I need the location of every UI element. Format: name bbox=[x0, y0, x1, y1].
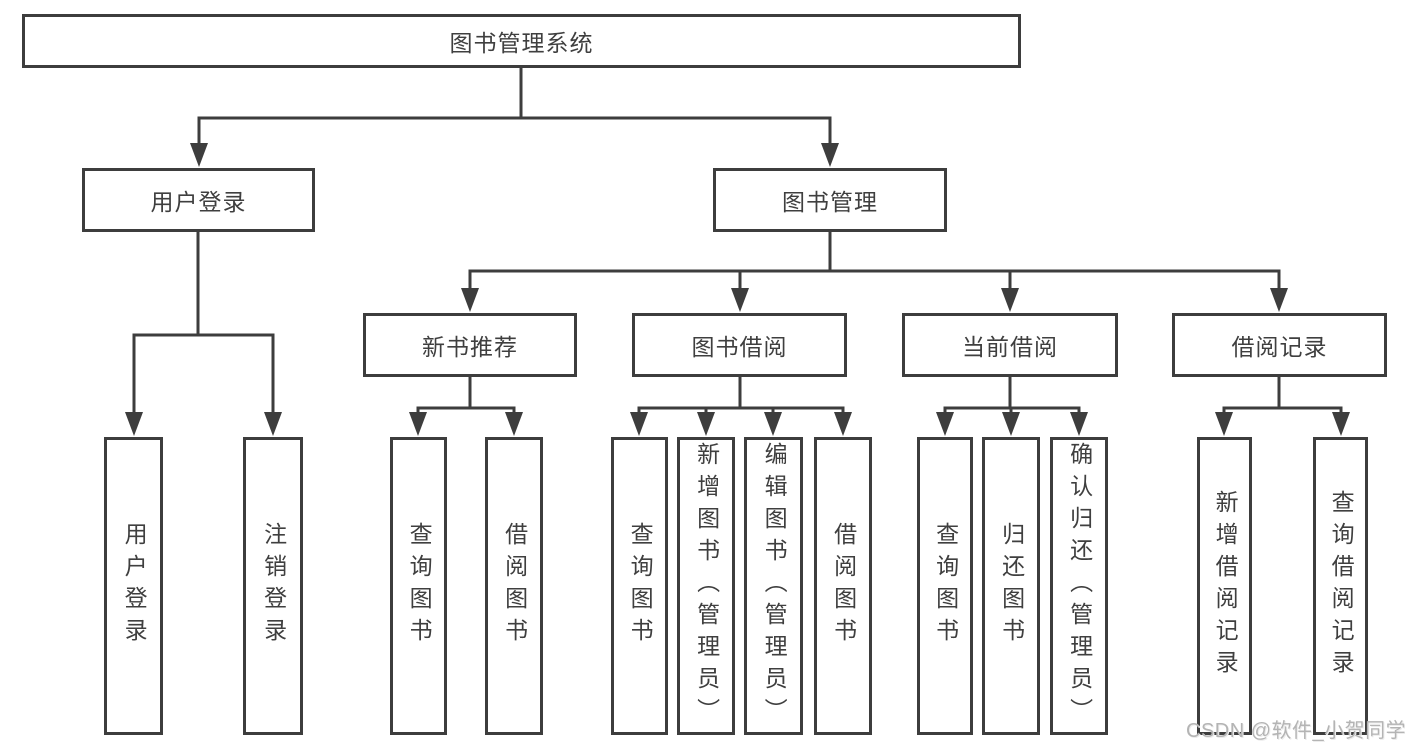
leaf-add-borrow-record: 新增借阅记录 bbox=[1197, 437, 1252, 735]
leaf-borrow-books-borrowing: 借阅图书 bbox=[814, 437, 872, 735]
connector-book-borrowing-to-leaves bbox=[630, 375, 852, 436]
csdn-watermark: CSDN @软件_小贺同学 bbox=[1186, 720, 1405, 742]
node-current-borrowing: 当前借阅 bbox=[902, 313, 1118, 377]
leaf-return-books-label: 归还图书 bbox=[998, 522, 1025, 650]
node-book-borrowing: 图书借阅 bbox=[632, 313, 847, 377]
leaf-edit-book-admin: 编辑图书（管理员） bbox=[744, 437, 803, 735]
leaf-query-books-current-label: 查询图书 bbox=[932, 522, 959, 650]
connector-user-login-to-leaves bbox=[125, 230, 282, 436]
leaf-add-borrow-record-label: 新增借阅记录 bbox=[1212, 490, 1239, 682]
leaf-confirm-return-admin-label: 确认归还（管理员） bbox=[1066, 442, 1093, 730]
leaf-confirm-return-admin: 确认归还（管理员） bbox=[1050, 437, 1108, 735]
node-user-login: 用户登录 bbox=[82, 168, 315, 232]
leaf-add-book-admin: 新增图书（管理员） bbox=[677, 437, 735, 735]
leaf-query-borrow-record-label: 查询借阅记录 bbox=[1328, 490, 1355, 682]
leaf-return-books: 归还图书 bbox=[982, 437, 1040, 735]
leaf-user-login: 用户登录 bbox=[104, 437, 163, 735]
node-book-management: 图书管理 bbox=[713, 168, 947, 232]
leaf-logout-label: 注销登录 bbox=[260, 522, 287, 650]
leaf-edit-book-admin-label: 编辑图书（管理员） bbox=[761, 442, 788, 730]
node-library-management-system: 图书管理系统 bbox=[22, 14, 1021, 68]
leaf-query-books-borrowing-label: 查询图书 bbox=[627, 522, 654, 650]
leaf-query-books-recommend-label: 查询图书 bbox=[406, 522, 433, 650]
leaf-query-books-current: 查询图书 bbox=[917, 437, 973, 735]
leaf-borrow-books-borrowing-label: 借阅图书 bbox=[830, 522, 857, 650]
connector-book-management-to-level3 bbox=[461, 230, 1288, 312]
connector-borrowing-records-to-leaves bbox=[1215, 375, 1350, 436]
connector-new-book-recommendation-to-leaves bbox=[409, 375, 523, 436]
connector-root-to-level2 bbox=[190, 66, 839, 167]
leaf-borrow-books-recommend-label: 借阅图书 bbox=[501, 522, 528, 650]
leaf-query-borrow-record: 查询借阅记录 bbox=[1313, 437, 1368, 735]
leaf-logout: 注销登录 bbox=[243, 437, 303, 735]
leaf-user-login-label: 用户登录 bbox=[121, 522, 148, 650]
leaf-borrow-books-recommend: 借阅图书 bbox=[485, 437, 543, 735]
leaf-query-books-borrowing: 查询图书 bbox=[611, 437, 668, 735]
connector-current-borrowing-to-leaves bbox=[936, 375, 1088, 436]
node-borrowing-records: 借阅记录 bbox=[1172, 313, 1387, 377]
node-new-book-recommendation: 新书推荐 bbox=[363, 313, 577, 377]
leaf-add-book-admin-label: 新增图书（管理员） bbox=[693, 442, 720, 730]
leaf-query-books-recommend: 查询图书 bbox=[390, 437, 447, 735]
